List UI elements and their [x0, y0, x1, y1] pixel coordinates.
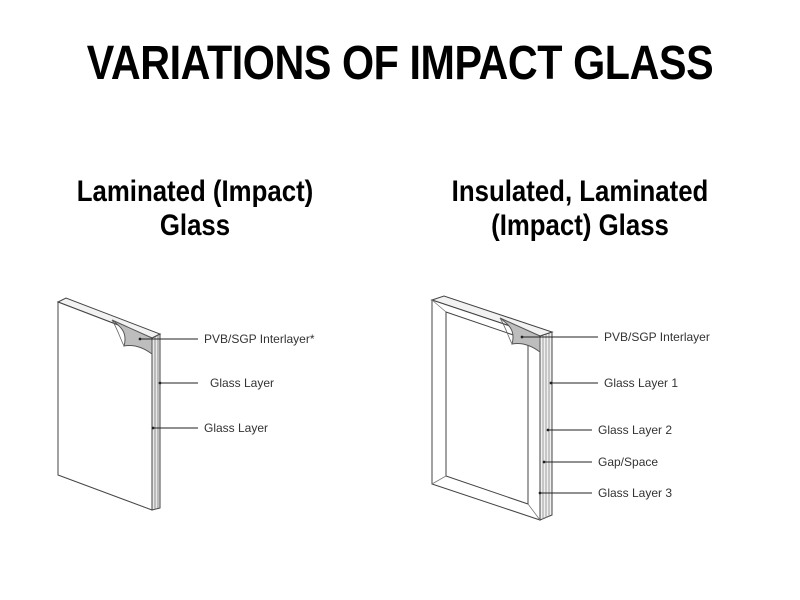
- insulated-heading-line-2: (Impact) Glass: [491, 209, 669, 242]
- label-glass-layer-1-r: Glass Layer 1: [604, 376, 678, 390]
- insulated-laminated-glass-heading: Insulated, Laminated (Impact) Glass: [434, 175, 726, 243]
- insulated-interlayer-peel: [499, 317, 541, 353]
- label-interlayer: PVB/SGP Interlayer*: [204, 332, 315, 346]
- label-gap-space-r: Gap/Space: [598, 455, 658, 469]
- page-title: VARIATIONS OF IMPACT GLASS: [86, 37, 714, 90]
- laminated-heading-line-1: Laminated (Impact): [76, 175, 314, 208]
- laminated-interlayer-peel: [111, 319, 153, 355]
- laminated-callouts: [138, 337, 198, 430]
- label-glass-layer-2: Glass Layer: [204, 421, 268, 435]
- label-glass-layer-2-r: Glass Layer 2: [598, 423, 672, 437]
- insulated-callouts: [520, 335, 598, 495]
- laminated-heading-line-2: Glass: [159, 209, 231, 242]
- laminated-edge: [151, 333, 161, 511]
- laminated-glass-heading: Laminated (Impact) Glass: [62, 175, 329, 243]
- insulated-heading-line-1: Insulated, Laminated: [451, 175, 709, 208]
- insulated-glass-illustration: [430, 295, 554, 521]
- label-glass-layer-3-r: Glass Layer 3: [598, 486, 672, 500]
- label-interlayer-r: PVB/SGP Interlayer: [604, 330, 710, 344]
- laminated-glass-illustration: [56, 297, 162, 511]
- label-glass-layer-1: Glass Layer: [210, 376, 274, 390]
